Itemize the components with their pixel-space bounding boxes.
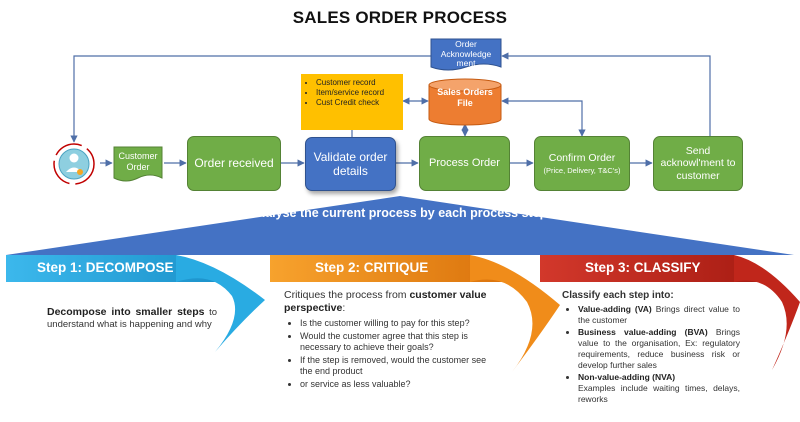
db-link-right [501,97,586,137]
customer-order-label: Customer Order [118,151,158,172]
validation-notes: Customer record Item/service record Cust… [301,74,403,130]
step2-intro: Critiques the process from customer valu… [284,289,499,315]
customer-person-icon [53,143,95,185]
page-title: SALES ORDER PROCESS [292,8,508,27]
order-received-step: Order received [187,136,281,191]
classify-item-text: Brings direct value to the customer [578,304,740,325]
step2-intro-text: Critiques the process from [284,289,410,301]
note-item: Cust Credit check [316,98,399,108]
step1-lead-bold: Decompose into smaller steps [47,306,205,318]
critique-question: or service as less valuable? [300,379,499,391]
process-order-step: Process Order [419,136,510,191]
send-ack-step: Send acknowl'ment to customer [653,136,743,191]
confirm-order-label: Confirm Order [548,151,616,164]
confirm-order-step: Confirm Order (Price, Delivery, T&C's) [534,136,630,191]
note-item: Item/service record [316,88,399,98]
order-ack-label: Order Acknowledge ment [440,39,492,68]
classify-item: Value-adding (VA) Brings direct value to… [578,304,740,326]
critique-question: If the step is removed, would the custom… [300,355,499,378]
ack-to-customer-line [70,55,431,143]
step1-lead-rest: to understand what is happening and why [47,307,218,330]
step3-description: Classify each step into: Value-adding (V… [562,289,740,406]
note-item: Customer record [316,78,399,88]
banner-text: Analyse the current process by each proc… [248,206,552,220]
order-ack-doc-shape [430,38,502,71]
step1-title: Step 1: DECOMPOSE [37,260,174,275]
validate-order-step: Validate order details [305,137,396,191]
step2-title: Step 2: CRITIQUE [315,260,429,275]
classify-item: Non-value-adding (NVA)Examples include w… [578,372,740,405]
step1-chevron [6,255,265,352]
classify-item: Business value-adding (BVA) Brings value… [578,327,740,371]
ack-feedback-line [501,52,711,136]
step2-description: Critiques the process from customer valu… [284,289,499,391]
confirm-order-detail: (Price, Delivery, T&C's) [543,166,621,176]
classify-item-sub: Examples include waiting times, delays, … [578,383,740,404]
step1-description: Decompose into smaller steps to understa… [47,306,217,331]
step3-title: Step 3: CLASSIFY [585,260,701,275]
critique-question: Would the customer agree that this step … [300,331,499,354]
step2-intro-end: : [342,302,346,314]
sales-orders-file-db [428,78,502,126]
critique-question: Is the customer willing to pay for this … [300,318,499,330]
classify-item-text: Brings value to the organisation, Ex: re… [578,327,740,370]
classify-item-bold: Business value-adding (BVA) [578,327,708,337]
classify-item-bold: Non-value-adding (NVA) [578,372,676,382]
step3-chevron [540,255,800,370]
step2-chevron [270,255,560,372]
analysis-banner [6,196,794,255]
customer-order-doc-shape [113,146,163,182]
step3-intro: Classify each step into: [562,290,674,301]
sales-orders-file-label: Sales Orders File [437,87,493,108]
step2-intro-bold: customer value perspective [284,289,487,314]
classify-item-bold: Value-adding (VA) [578,304,652,314]
